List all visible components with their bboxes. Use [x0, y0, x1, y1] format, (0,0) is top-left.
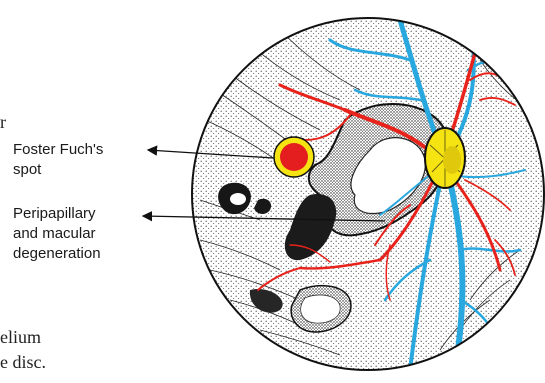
- foster-fuchs-spot: [274, 137, 314, 177]
- pigment-patch-left-hole: [230, 193, 246, 205]
- optic-disc: [425, 128, 465, 188]
- pigment-patch-bottom-hole: [301, 295, 340, 323]
